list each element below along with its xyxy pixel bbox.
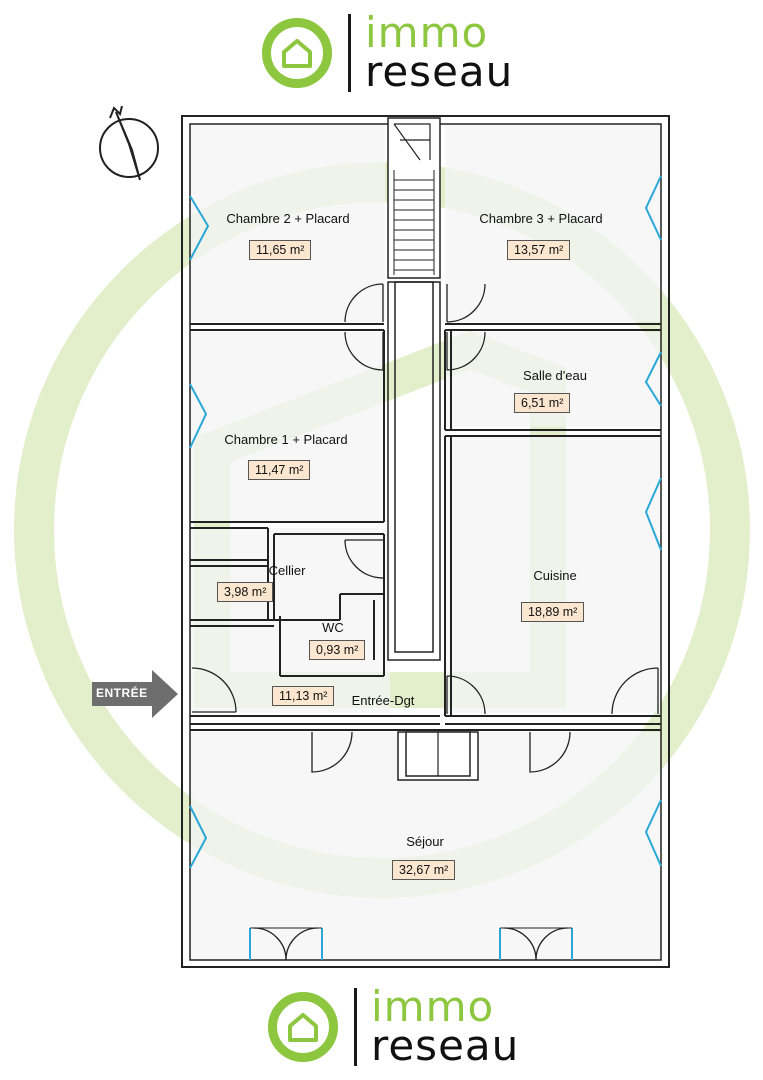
room-name-chambre1: Chambre 1 + Placard [224, 432, 348, 447]
room-area-entree: 11,13 m² [272, 686, 335, 706]
room-name-entree: Entrée-Dgt [351, 693, 415, 708]
logo-word-reseau: reseau [371, 1021, 520, 1070]
brand-logo-bottom: immo reseau [268, 982, 520, 1070]
logo-divider [348, 14, 351, 92]
room-name-cellier: Cellier [268, 563, 306, 578]
logo-word-immo: immo [365, 8, 489, 58]
room-name-chambre2: Chambre 2 + Placard [226, 211, 350, 226]
room-area-sejour: 32,67 m² [392, 860, 456, 880]
room-name-salledeau: Salle d'eau [523, 368, 587, 383]
logo-word-immo: immo [371, 982, 495, 1032]
room-name-cuisine: Cuisine [533, 568, 577, 583]
room-name-sejour: Séjour [406, 834, 444, 849]
north-compass-icon [99, 106, 159, 181]
room-area-salledeau: 6,51 m² [514, 393, 571, 413]
arrow-right-icon [92, 670, 178, 718]
logo-word-reseau: reseau [365, 47, 514, 96]
entrance-marker: ENTRÉE [92, 668, 178, 720]
house-icon [268, 992, 338, 1062]
room-name-wc: WC [322, 620, 344, 635]
room-area-chambre2: 11,65 m² [249, 240, 312, 260]
brand-logo-top: immo reseau [262, 8, 514, 96]
room-area-chambre1: 11,47 m² [248, 460, 311, 480]
room-area-wc: 0,93 m² [309, 640, 366, 660]
room-area-cellier: 3,98 m² [217, 582, 274, 602]
house-icon [262, 18, 332, 88]
room-name-chambre3: Chambre 3 + Placard [479, 211, 603, 226]
logo-divider [354, 988, 357, 1066]
room-area-cuisine: 18,89 m² [521, 602, 585, 622]
entrance-label: ENTRÉE [96, 686, 148, 700]
room-area-chambre3: 13,57 m² [507, 240, 571, 260]
